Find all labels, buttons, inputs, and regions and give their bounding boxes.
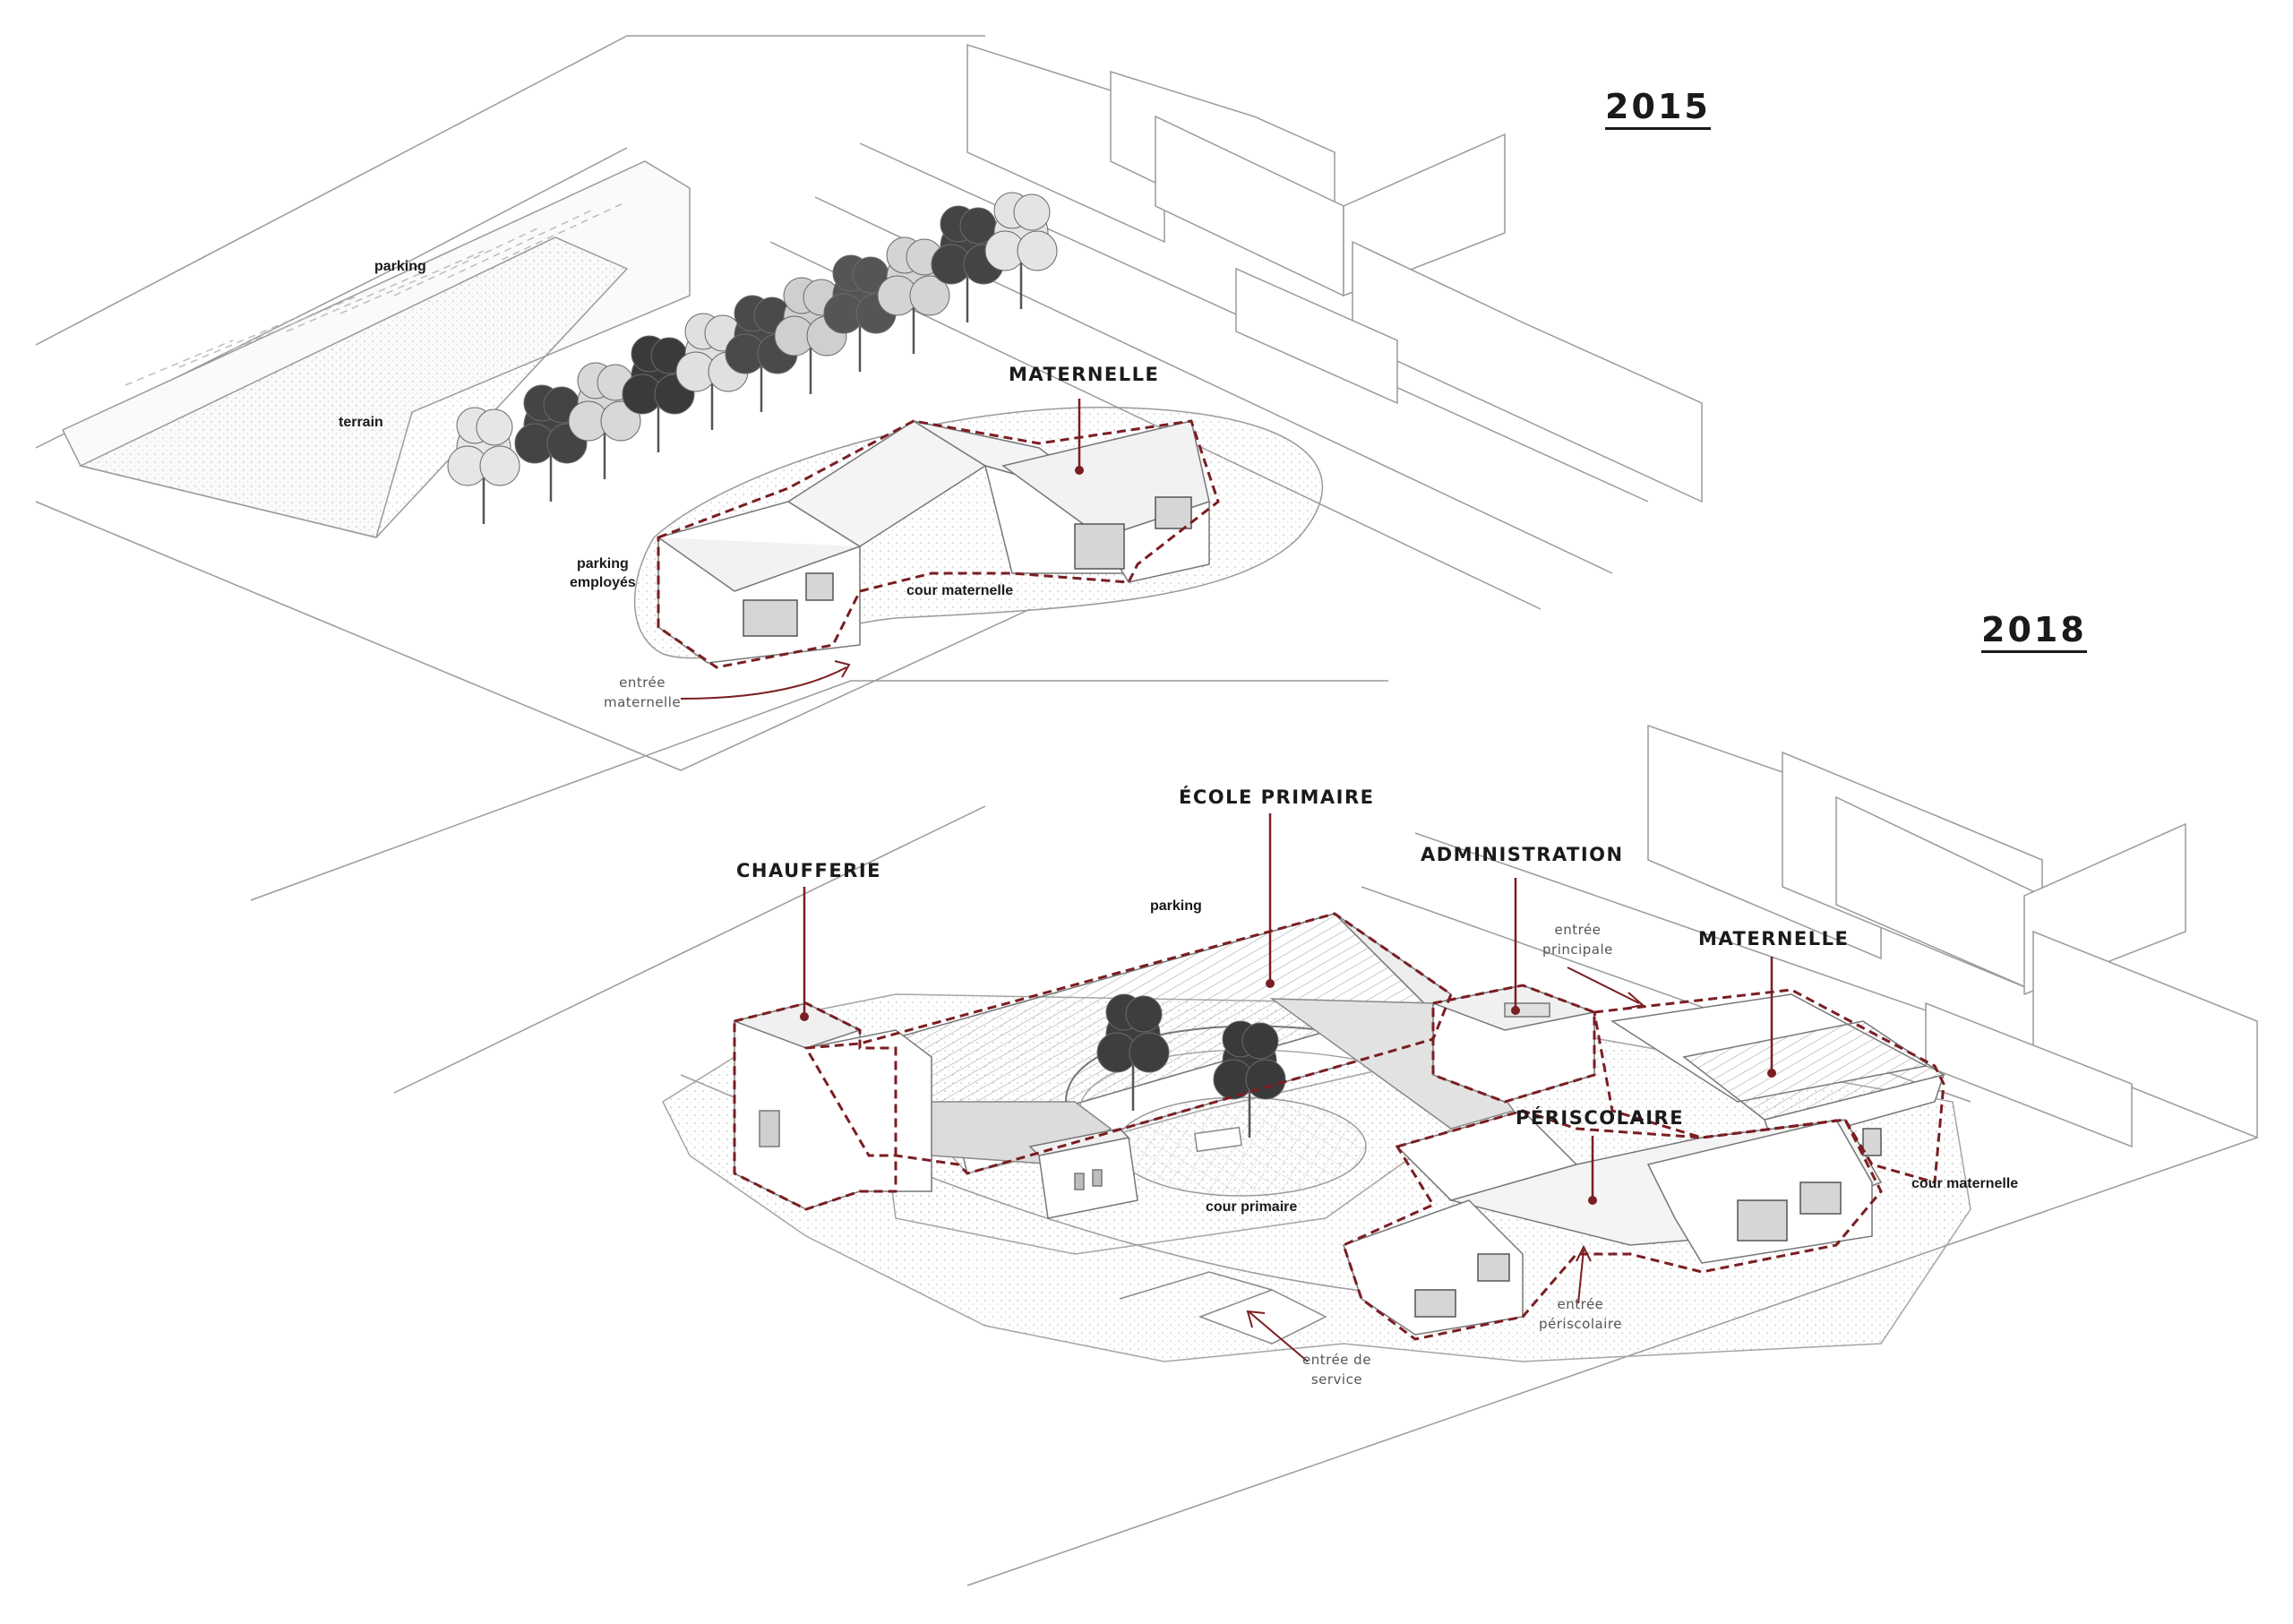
label-periscolaire: PÉRISCOLAIRE xyxy=(1516,1107,1685,1129)
label-cour-primaire: cour primaire xyxy=(1206,1199,1298,1215)
outline-ecole-primaire xyxy=(803,912,1453,1175)
outline-administration xyxy=(1431,984,1596,1104)
outline-periscolaire xyxy=(1342,1109,1883,1341)
label-administration: ADMINISTRATION xyxy=(1421,844,1624,865)
label-entree-periscolaire: entrée périscolaire xyxy=(1539,1295,1622,1335)
outline-maternelle-2018 xyxy=(1593,988,1945,1184)
ground2-contour-1 xyxy=(250,680,1388,901)
label-entree-service: entrée de service xyxy=(1302,1351,1371,1390)
scene-2015 xyxy=(35,35,1703,771)
windows-2018 xyxy=(1414,1128,1882,1318)
label-terrain: terrain xyxy=(339,415,383,430)
courtyard-feature xyxy=(1194,1126,1242,1153)
curved-courtyard-wall-inner xyxy=(1078,1049,1407,1112)
label-parking-employes-line2: employés xyxy=(570,574,636,590)
year-2015-title: 2015 xyxy=(1605,89,1711,130)
label-entree-periscolaire-line2: périscolaire xyxy=(1539,1315,1622,1332)
service-ramp xyxy=(1198,1289,1327,1345)
chaufferie-building xyxy=(732,1002,932,1210)
windows-2015 xyxy=(743,496,1192,637)
label-maternelle-2018: MATERNELLE xyxy=(1698,928,1850,949)
outlines-2018 xyxy=(733,912,1945,1341)
label-entree-service-line1: entrée de xyxy=(1302,1352,1371,1368)
label-parking-2015: parking xyxy=(374,259,426,274)
neighbour-blocks-2018 xyxy=(1647,724,2258,1148)
label-parking-employes-line1: parking xyxy=(577,556,629,571)
label-cour-maternelle-2018: cour maternelle xyxy=(1911,1176,2019,1191)
arrow-entree-principale xyxy=(1567,967,1640,1004)
courtyard-paving xyxy=(1114,1096,1367,1197)
label-entree-maternelle-line1: entrée xyxy=(619,675,666,691)
arrows-2018 xyxy=(1246,967,1645,1362)
ground-contour-3 xyxy=(35,501,1031,771)
entree-maternelle-arrowhead xyxy=(834,660,851,678)
ground2-contour-2 xyxy=(393,805,986,1094)
label-entree-principale: entrée principale xyxy=(1542,921,1613,960)
maternelle-2015-building xyxy=(657,420,1210,664)
leaders-2018 xyxy=(800,813,1776,1205)
label-entree-maternelle-line2: maternelle xyxy=(604,693,682,710)
outline-chaufferie xyxy=(733,1001,897,1211)
arrow-entree-service xyxy=(1249,1311,1309,1362)
maternelle-2015-dot xyxy=(1075,466,1084,475)
parking-stalls xyxy=(125,201,628,386)
label-parking-employes: parking employés xyxy=(570,555,636,593)
label-entree-service-line2: service xyxy=(1310,1371,1363,1388)
label-ecole-primaire: ÉCOLE PRIMAIRE xyxy=(1179,786,1375,808)
label-entree-periscolaire-line1: entrée xyxy=(1557,1296,1604,1312)
label-chaufferie: CHAUFFERIE xyxy=(736,860,882,881)
scene-2018 xyxy=(250,680,2258,1586)
label-maternelle-2015: MATERNELLE xyxy=(1009,364,1160,385)
ground-contour-1 xyxy=(35,35,985,346)
terrain-field xyxy=(78,236,629,538)
arrow-entree-periscolaire xyxy=(1577,1249,1584,1304)
service-ramp-wall xyxy=(1119,1271,1273,1300)
periscolaire-building xyxy=(1343,1110,1883,1336)
label-entree-maternelle: entrée maternelle xyxy=(604,674,681,713)
ground2-contour-3 xyxy=(966,1137,2258,1586)
label-entree-principale-line2: principale xyxy=(1542,941,1613,958)
year-2018-title: 2018 xyxy=(1981,612,2087,653)
label-entree-principale-line1: entrée xyxy=(1554,922,1602,938)
neighbour-blocks-2015 xyxy=(966,43,1703,503)
label-parking-2018: parking xyxy=(1150,898,1202,914)
label-cour-maternelle-2015: cour maternelle xyxy=(906,583,1014,598)
maternelle-2015-outline xyxy=(657,419,1220,669)
entree-maternelle-arrow xyxy=(680,666,847,700)
